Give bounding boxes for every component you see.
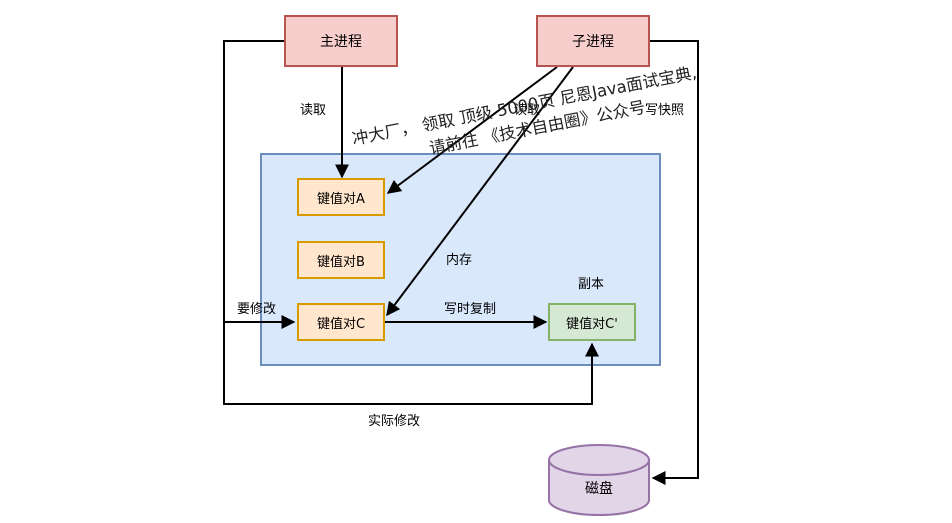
label-actual-modify: 实际修改 (368, 414, 421, 429)
kv-b-label: 键值对B (317, 254, 365, 270)
child-process-box: 子进程 (536, 15, 650, 67)
label-want-modify: 要修改 (237, 302, 277, 317)
kv-c-label: 键值对C (316, 316, 366, 332)
kv-c-box: 键值对C (297, 303, 385, 341)
kv-c-copy-box: 键值对C' (548, 303, 636, 341)
arrow-child-read-kv-c (386, 66, 574, 317)
label-read-child: 读取 (514, 103, 541, 118)
child-process-label: 子进程 (572, 34, 614, 50)
label-copy-on-write: 写时复制 (444, 302, 497, 317)
kv-c-copy-label: 键值对C' (566, 316, 618, 332)
arrow-child-write-disk (650, 40, 699, 485)
kv-b-box: 键值对B (297, 241, 385, 279)
arrow-main-modify-kv-c (223, 40, 296, 329)
label-read-main: 读取 (300, 103, 327, 118)
arrow-child-read-kv-a (386, 66, 558, 194)
label-write-snapshot: 写快照 (645, 103, 685, 118)
arrow-actual-modify-kv-c-copy (223, 322, 599, 405)
label-copy: 副本 (578, 277, 605, 292)
kv-a-label: 键值对A (317, 191, 365, 207)
main-process-label: 主进程 (320, 34, 362, 50)
main-process-box: 主进程 (284, 15, 398, 67)
label-memory: 内存 (446, 253, 473, 268)
disk-cylinder (548, 444, 650, 516)
kv-a-box: 键值对A (297, 178, 385, 216)
disk-label: 磁盘 (585, 481, 613, 497)
